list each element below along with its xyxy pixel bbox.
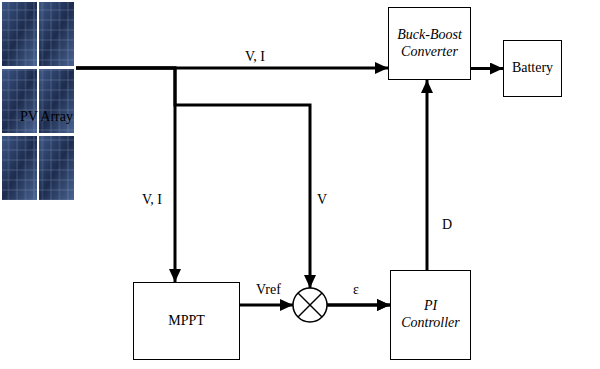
summing-junction	[293, 288, 327, 322]
signal-label: V, I	[140, 192, 164, 207]
node-text: Buck-Boost Converter	[389, 27, 470, 61]
signal-arrow	[240, 305, 390, 306]
battery-box: Battery	[503, 40, 562, 97]
signal-label: Vref	[254, 282, 283, 297]
pv-array: PV Array	[0, 0, 76, 240]
node-text: PV Array	[17, 109, 76, 126]
converter-box: Buck-Boost Converter	[388, 7, 471, 80]
signal-label: V, I	[243, 49, 267, 64]
node-text: PI Controller	[391, 298, 470, 332]
node-text: Battery	[509, 60, 556, 77]
controller-box: PI Controller	[390, 270, 471, 360]
signal-label: D	[440, 217, 454, 232]
error-signal-label: ε	[351, 282, 361, 297]
solar-panel	[2, 2, 74, 200]
node-text: MPPT	[165, 313, 208, 330]
signal-arrow	[427, 80, 428, 270]
signal-label: V	[315, 192, 329, 207]
mppt-box: MPPT	[133, 282, 240, 360]
signal-arrow	[471, 68, 503, 69]
signal-arrow	[76, 68, 390, 305]
signal-arrow	[76, 68, 175, 282]
